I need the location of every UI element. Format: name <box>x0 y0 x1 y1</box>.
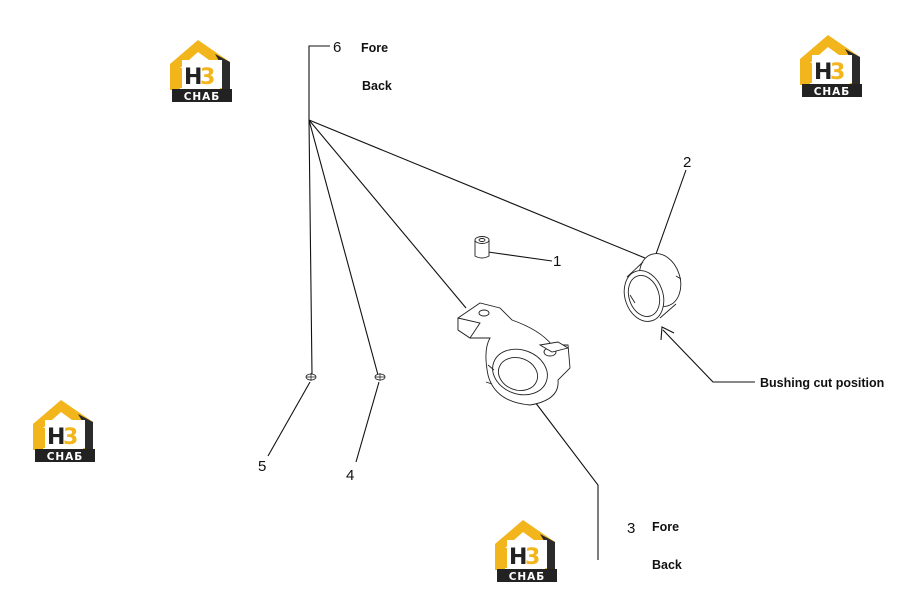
label-fore-3: Fore <box>652 520 679 534</box>
callout-1: 1 <box>553 253 561 270</box>
part-4-washer <box>374 373 386 381</box>
callout-3: 3 <box>627 520 635 537</box>
part-2-bushing <box>623 253 682 322</box>
part-5-nut <box>305 373 317 381</box>
leader-lines <box>267 45 755 560</box>
callout-5: 5 <box>258 458 266 475</box>
part-1-pin <box>474 236 490 259</box>
watermark-logo <box>170 40 232 103</box>
label-fore-6: Fore <box>361 41 388 55</box>
callout-2: 2 <box>683 154 691 171</box>
label-back-6: Back <box>362 79 392 93</box>
watermark-logo <box>33 400 95 463</box>
watermark-logo <box>495 520 557 583</box>
label-back-3: Back <box>652 558 682 572</box>
callout-4: 4 <box>346 467 354 484</box>
label-bushing-cut-position: Bushing cut position <box>760 376 884 390</box>
part-3-bracket <box>457 302 571 406</box>
watermark-logo <box>800 35 862 98</box>
callout-6: 6 <box>333 39 341 56</box>
